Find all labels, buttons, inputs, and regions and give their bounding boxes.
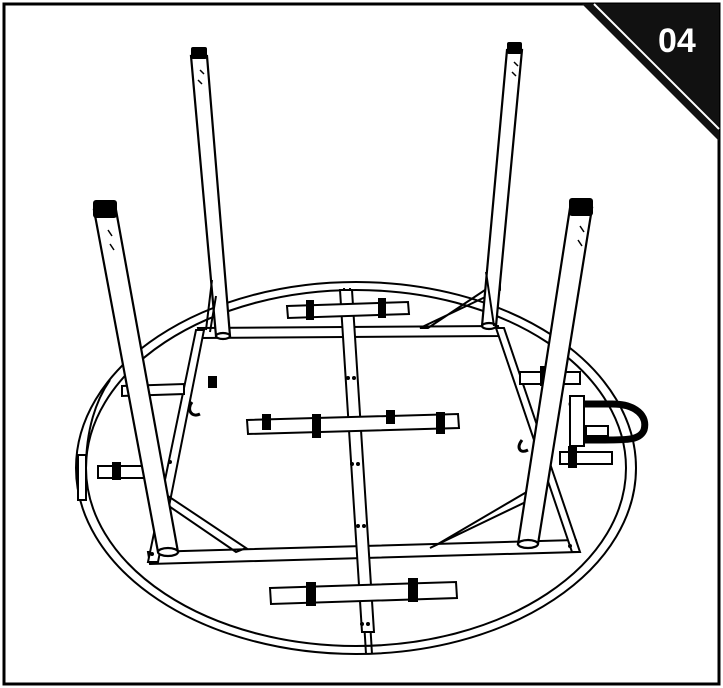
leg-straps (205, 271, 495, 333)
hooks (188, 401, 529, 453)
u-lock-bracket (569, 395, 609, 447)
u-lock-handle (568, 400, 649, 444)
step-number: 04 (658, 22, 696, 60)
leg-caps (93, 42, 593, 218)
legs (92, 48, 594, 558)
tabletop-rim (75, 281, 637, 655)
step-badge: 04 (582, 3, 720, 141)
rivets (150, 376, 572, 626)
leg-details (107, 61, 585, 251)
